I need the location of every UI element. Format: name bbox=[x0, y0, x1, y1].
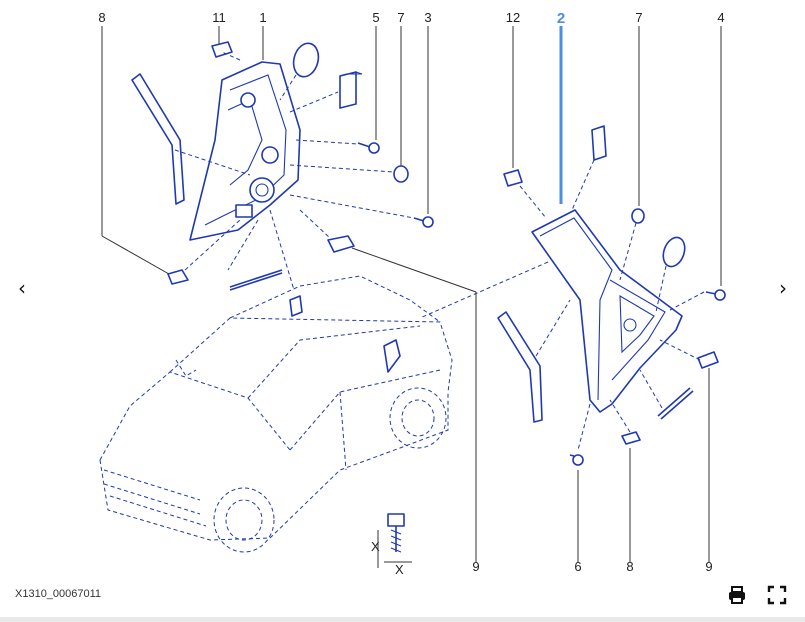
callout-9-center: 9 bbox=[472, 559, 479, 574]
pad-8-left bbox=[167, 269, 189, 285]
seal-strip-right bbox=[657, 387, 691, 417]
previous-image-button[interactable]: ‹ bbox=[10, 276, 34, 300]
screw-5 bbox=[357, 142, 380, 154]
screw-6 bbox=[569, 454, 584, 466]
front-wheel bbox=[213, 487, 275, 553]
block-9-right bbox=[697, 351, 719, 369]
dimension-x-horizontal: X bbox=[395, 562, 404, 577]
fullscreen-icon bbox=[767, 585, 787, 605]
callout-8-bottom: 8 bbox=[626, 559, 633, 574]
seal-strip-left bbox=[229, 272, 283, 291]
dimension-x-vertical: X bbox=[371, 539, 380, 554]
callout-9-right: 9 bbox=[705, 559, 712, 574]
callout-4: 4 bbox=[717, 10, 724, 25]
callout-12: 12 bbox=[506, 10, 520, 25]
left-tail-lamp-assembly bbox=[131, 41, 434, 291]
vehicle-outline bbox=[99, 275, 453, 553]
callout-6: 6 bbox=[574, 559, 581, 574]
foam-block-right bbox=[591, 125, 607, 161]
lens-cap-right bbox=[662, 236, 686, 268]
callout-1: 1 bbox=[259, 10, 266, 25]
clip-12 bbox=[503, 169, 523, 187]
callout-labels: 8 11 1 5 7 3 12 2 7 4 9 6 8 9 bbox=[98, 10, 724, 574]
car-upper-body bbox=[169, 317, 453, 393]
car-hood bbox=[99, 371, 291, 461]
callout-7-right: 7 bbox=[635, 10, 642, 25]
printer-icon bbox=[729, 586, 745, 604]
right-tail-lamp-assembly bbox=[419, 125, 726, 466]
trim-strip-right bbox=[497, 311, 543, 423]
fullscreen-button[interactable] bbox=[765, 583, 789, 607]
screw-3 bbox=[413, 216, 434, 228]
bolt-dimension-detail: X X bbox=[371, 513, 412, 577]
right-lamp-housing bbox=[531, 209, 683, 413]
rear-wheel bbox=[389, 387, 447, 449]
foam-block-left bbox=[339, 71, 357, 109]
block-9-left bbox=[327, 235, 355, 253]
car-lamp-left bbox=[289, 295, 303, 317]
print-button[interactable] bbox=[725, 583, 749, 607]
lens-cap-left bbox=[292, 42, 320, 78]
leader-lines bbox=[101, 26, 722, 562]
screw-4 bbox=[705, 289, 726, 301]
trim-strip-left bbox=[131, 73, 185, 205]
callout-11: 11 bbox=[212, 10, 226, 25]
pad-8-right bbox=[621, 431, 641, 445]
bottom-divider bbox=[0, 617, 805, 622]
callout-8-top-left: 8 bbox=[98, 10, 105, 25]
grommet-7-left bbox=[393, 165, 409, 183]
callout-2-highlighted[interactable]: 2 bbox=[557, 10, 565, 27]
car-lower-side bbox=[269, 392, 449, 539]
callout-7-left: 7 bbox=[397, 10, 404, 25]
image-reference-code: X1310_00067011 bbox=[15, 588, 102, 600]
callout-3: 3 bbox=[424, 10, 431, 25]
car-lamp-right bbox=[383, 339, 401, 373]
callout-5: 5 bbox=[372, 10, 379, 25]
grommet-7-right bbox=[631, 208, 645, 224]
car-roof bbox=[229, 275, 441, 323]
clip-11 bbox=[211, 41, 233, 58]
car-front bbox=[99, 459, 271, 541]
next-image-button[interactable]: › bbox=[771, 276, 795, 300]
